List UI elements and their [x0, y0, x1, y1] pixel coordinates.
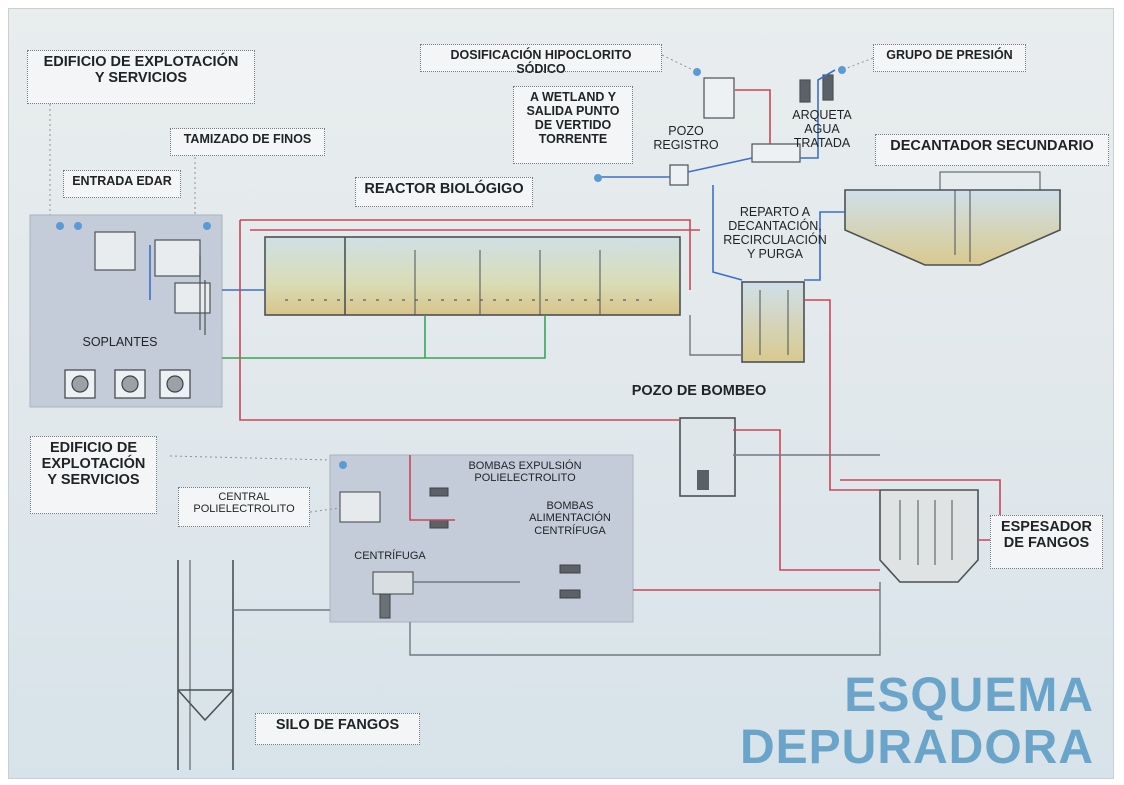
label-tamizado: TAMIZADO DE FINOS — [170, 128, 325, 156]
label-edificio-top: EDIFICIO DE EXPLOTACIÓN Y SERVICIOS — [27, 50, 255, 104]
pump-icon — [339, 487, 581, 599]
label-centrifuga: CENTRÍFUGA — [354, 550, 426, 562]
sludge-pipes — [239, 89, 1001, 591]
reactor-tank — [264, 236, 681, 316]
label-reactor: REACTOR BIOLÓGIGO — [355, 177, 533, 207]
node-dot-icon — [56, 66, 846, 469]
label-leaders — [49, 54, 874, 513]
label-decantador: DECANTADOR SECUNDARIO — [875, 134, 1109, 166]
label-pozo-registro: POZO REGISTRO — [653, 124, 719, 152]
process-pipes — [233, 315, 881, 656]
label-edificio-bottom: EDIFICIO DE EXPLOTACIÓN Y SERVICIOS — [30, 436, 157, 514]
tank-icon — [669, 74, 834, 186]
label-central: CENTRAL POLIELECTROLITO — [178, 487, 310, 527]
air-pipes — [222, 315, 546, 359]
blower-icon — [64, 369, 191, 399]
label-bombas-alimentacion: BOMBAS ALIMENTACIÓN CENTRÍFUGA — [529, 500, 611, 537]
centrifuge — [372, 571, 414, 619]
label-silo: SILO DE FANGOS — [255, 713, 420, 745]
sludge-thickener — [879, 489, 979, 583]
label-arqueta: ARQUETA AGUA TRATADA — [792, 108, 852, 150]
distribution-chamber — [741, 281, 805, 363]
label-entrada: ENTRADA EDAR — [63, 170, 181, 198]
label-reparto: REPARTO A DECANTACIÓN, RECIRCULACIÓN Y P… — [723, 205, 827, 261]
label-espesador: ESPESADOR DE FANGOS — [990, 515, 1103, 569]
screening-equipment — [94, 231, 211, 335]
water-pipes — [149, 69, 845, 300]
label-dosificacion: DOSIFICACIÓN HIPOCLORITO SÓDICO — [420, 44, 662, 76]
sludge-silo — [177, 560, 234, 770]
label-soplantes: SOPLANTES — [82, 335, 158, 349]
label-grupo-presion: GRUPO DE PRESIÓN — [873, 44, 1026, 72]
title-line-1: ESQUEMA — [844, 669, 1094, 722]
label-bombas-expulsion: BOMBAS EXPULSIÓN POLIELECTROLITO — [468, 460, 582, 485]
label-pozo-bombeo: POZO DE BOMBEO — [631, 383, 767, 399]
title-line-2: DEPURADORA — [739, 721, 1094, 774]
pumping-well — [679, 417, 736, 497]
secondary-clarifier — [844, 171, 1061, 266]
label-wetland: A WETLAND Y SALIDA PUNTO DE VERTIDO TORR… — [513, 86, 633, 164]
